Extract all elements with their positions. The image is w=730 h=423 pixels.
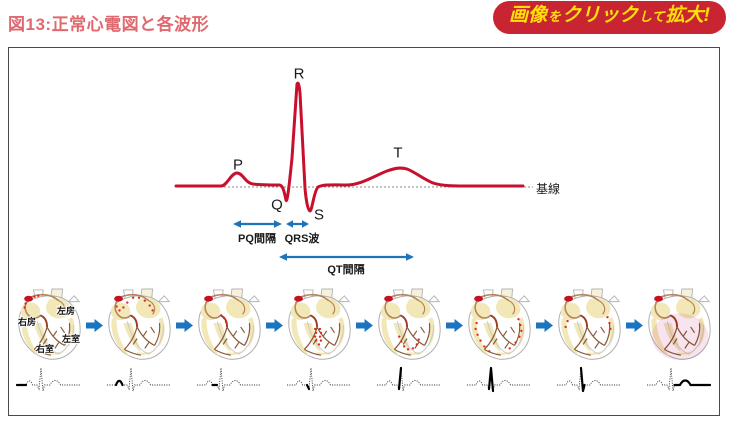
heart-illustration <box>283 288 355 362</box>
enlarge-button-text: して <box>639 8 665 24</box>
wave-label-p: P <box>232 156 244 174</box>
heart-illustration <box>373 288 445 362</box>
qt-interval-label: QT間隔 <box>327 264 365 276</box>
heart-illustration <box>463 288 535 362</box>
baseline-label: 基線 <box>536 182 561 196</box>
heart-stage-6 <box>463 288 535 394</box>
qrs-wave-label: QRS波 <box>284 233 320 245</box>
sequence-arrow-icon <box>176 319 193 337</box>
mini-ecg-5 <box>377 366 440 392</box>
ecg-waveform-chart <box>174 81 533 261</box>
heart-stage-1: 右房 左房 右室 左室 <box>13 288 85 394</box>
mini-ecg-1 <box>16 367 80 392</box>
sequence-arrow-icon <box>86 319 103 337</box>
mini-ecg-4 <box>287 367 350 392</box>
label-right-ventricle: 右室 <box>36 344 55 354</box>
sequence-arrow-icon <box>356 319 373 337</box>
qrs-arrow <box>286 220 309 228</box>
sequence-arrow-icon <box>626 319 643 337</box>
wave-label-q: Q <box>271 196 283 214</box>
heart-illustration <box>643 288 715 362</box>
heart-stage-8 <box>643 288 715 394</box>
ecg-red-curve <box>174 81 525 213</box>
heart-illustration <box>103 288 175 362</box>
wave-label-r: R <box>293 65 305 83</box>
heart-stage-5 <box>373 288 445 394</box>
mini-ecg-3 <box>197 367 260 392</box>
heart-illustration <box>193 288 265 362</box>
heart-stage-3 <box>193 288 265 394</box>
enlarge-button-text: 画像 <box>509 5 548 26</box>
sequence-arrow-icon <box>536 319 553 337</box>
enlarge-button-text: を <box>548 8 562 24</box>
mini-ecg-2 <box>107 367 170 392</box>
heart-illustration <box>553 288 625 362</box>
qt-interval-arrow <box>279 253 414 261</box>
cardiac-cycle-sequence: 右房 左房 右室 左室 <box>13 288 715 394</box>
wave-label-t: T <box>393 144 403 162</box>
mini-ecg-6 <box>467 366 530 393</box>
pq-interval-label: PQ間隔 <box>238 233 276 245</box>
enlarge-button-text: クリック <box>562 5 639 26</box>
mini-ecg-7 <box>557 366 620 393</box>
mini-ecg-8 <box>647 367 712 392</box>
label-left-ventricle: 左室 <box>62 334 81 344</box>
heart-stage-4 <box>283 288 355 394</box>
enlarge-button[interactable]: 画像 を クリック して 拡大! <box>494 2 725 33</box>
sequence-arrow-icon <box>266 319 283 337</box>
wave-label-s: S <box>313 206 325 224</box>
pq-interval-arrow <box>233 220 282 228</box>
sequence-arrow-icon <box>446 319 463 337</box>
figure-title: 図13:正常心電図と各波形 <box>8 15 210 34</box>
label-right-atrium: 右房 <box>18 317 37 327</box>
heart-stage-2 <box>103 288 175 394</box>
label-left-atrium: 左房 <box>57 306 76 316</box>
heart-illustration <box>13 288 85 362</box>
ecg-figure-image[interactable]: P Q R S T 基線 PQ間隔 QRS波 QT間隔 右房 左房 右室 左室 <box>8 47 720 416</box>
heart-stage-7 <box>553 288 625 394</box>
enlarge-button-text: 拡大! <box>665 5 710 26</box>
